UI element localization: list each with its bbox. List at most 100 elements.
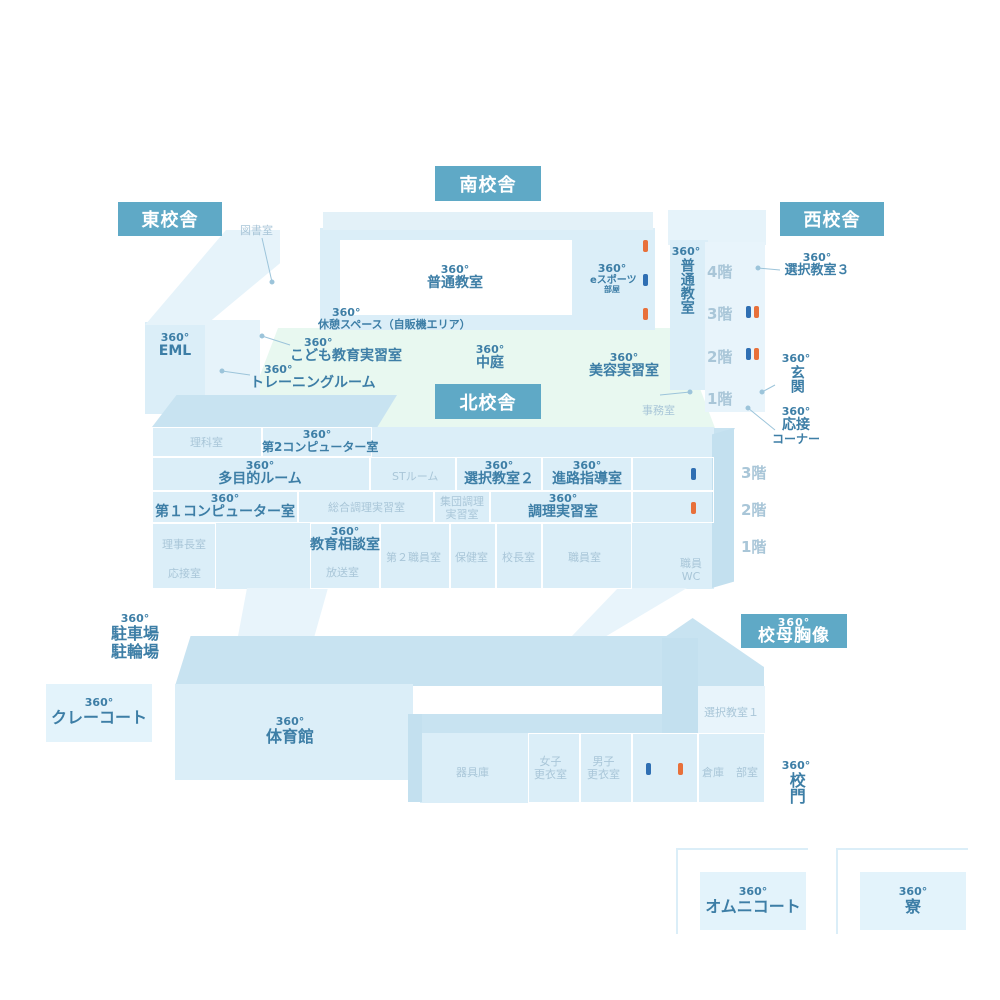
gymnasium[interactable]: 360°体育館 bbox=[240, 715, 340, 746]
badge-360: 360° bbox=[802, 251, 832, 264]
director-room-label: 理事長室 bbox=[162, 538, 206, 551]
esports-room[interactable]: 360° eスポーツ 部屋 bbox=[590, 262, 637, 295]
female-restroom-icon bbox=[643, 308, 648, 320]
female-restroom-icon bbox=[754, 306, 759, 318]
badge-360: 360° bbox=[898, 885, 928, 898]
courtyard[interactable]: 360°中庭 bbox=[462, 343, 518, 371]
connector-left bbox=[238, 588, 328, 636]
dorm-area bbox=[860, 872, 966, 930]
cell bbox=[632, 457, 714, 491]
computer-room-1[interactable]: 360°第１コンピューター室 bbox=[152, 492, 298, 520]
south-building-label[interactable]: 南校舎 bbox=[435, 166, 541, 201]
west-building-label[interactable]: 西校舎 bbox=[780, 202, 884, 236]
north-building-label[interactable]: 北校舎 bbox=[435, 384, 541, 419]
male-restroom-icon bbox=[646, 763, 651, 775]
male-restroom-icon bbox=[691, 468, 696, 480]
cell bbox=[528, 733, 580, 803]
cell bbox=[310, 523, 380, 589]
cooking-room[interactable]: 360°調理実習室 bbox=[518, 492, 608, 520]
cell bbox=[380, 523, 450, 589]
parking[interactable]: 360°駐車場駐輪場 bbox=[100, 612, 170, 660]
badge-360: 360° bbox=[440, 263, 470, 276]
entrance[interactable]: 360°玄関 bbox=[776, 352, 816, 397]
badge-360: 360° bbox=[781, 759, 811, 772]
south-building-roof bbox=[323, 212, 653, 230]
female-restroom-icon bbox=[754, 348, 759, 360]
dormitory[interactable]: 360°寮 bbox=[860, 885, 966, 916]
gym-building bbox=[175, 684, 413, 780]
east-building-label[interactable]: 東校舎 bbox=[118, 202, 222, 236]
badge-360: 360° bbox=[120, 612, 150, 625]
east-wing bbox=[205, 320, 260, 400]
cell bbox=[490, 491, 632, 523]
omni-court-frame bbox=[676, 848, 808, 934]
south-inner-hall bbox=[340, 240, 572, 315]
career-guidance-room[interactable]: 360°進路指導室 bbox=[542, 459, 632, 487]
north-floor-1: 1階 bbox=[741, 538, 767, 556]
elective-room-3[interactable]: 360°選択教室３ bbox=[782, 251, 852, 278]
badge-360: 360° bbox=[245, 459, 275, 472]
girls-locker-label: 女子更衣室 bbox=[534, 755, 567, 782]
beauty-room[interactable]: 360°美容実習室 bbox=[584, 351, 664, 379]
badge-360: 360° bbox=[484, 459, 514, 472]
north-roof-left bbox=[152, 395, 397, 427]
male-restroom-icon bbox=[746, 348, 751, 360]
multipurpose-room[interactable]: 360°多目的ルーム bbox=[200, 459, 320, 487]
west-floor-4: 4階 bbox=[707, 263, 733, 281]
annex-roof bbox=[408, 714, 698, 734]
school-gate[interactable]: 360°校門 bbox=[774, 759, 818, 808]
male-restroom-icon bbox=[643, 274, 648, 286]
cell bbox=[152, 427, 262, 457]
gym-roof bbox=[175, 636, 695, 686]
child-education-room[interactable]: 360°こども教育実習室 bbox=[290, 336, 402, 365]
cell bbox=[152, 457, 370, 491]
eml-room[interactable]: 360°EML bbox=[150, 331, 200, 359]
badge-360: 360° bbox=[781, 352, 811, 365]
north-floor-3: 3階 bbox=[741, 464, 767, 482]
reception-corner[interactable]: 360°応接コーナー bbox=[768, 405, 824, 447]
dorm-frame bbox=[836, 848, 968, 934]
cell bbox=[542, 523, 632, 589]
counseling-room[interactable]: 360°教育相談室 bbox=[300, 525, 390, 553]
west-floor-1: 1階 bbox=[707, 390, 733, 408]
badge-360: 360° bbox=[777, 616, 811, 629]
cell bbox=[152, 491, 298, 523]
principal-room-label: 校長室 bbox=[502, 551, 535, 564]
training-room[interactable]: 360°トレーニングルーム bbox=[250, 363, 376, 392]
badge-360: 360° bbox=[671, 245, 701, 258]
office-label: 事務室 bbox=[642, 404, 675, 417]
north-building-side bbox=[712, 428, 734, 588]
computer-room-2[interactable]: 360°第2コンピューター室 bbox=[262, 428, 379, 455]
west-building-roof bbox=[668, 210, 766, 245]
science-room-label: 理科室 bbox=[190, 436, 223, 449]
cell bbox=[262, 427, 372, 457]
badge-360: 360° bbox=[609, 351, 639, 364]
st-room-label: STルーム bbox=[392, 470, 439, 483]
library-label: 図書室 bbox=[240, 224, 273, 237]
clay-court[interactable]: 360°クレーコート bbox=[46, 696, 152, 727]
cell bbox=[298, 491, 434, 523]
badge-360: 360° bbox=[548, 492, 578, 505]
female-restroom-icon bbox=[643, 240, 648, 252]
regular-classroom[interactable]: 360°普通教室 bbox=[410, 263, 500, 291]
elective-room-2[interactable]: 360°選択教室２ bbox=[456, 459, 542, 487]
west-regular-classroom[interactable]: 360°普通教室 bbox=[666, 245, 706, 318]
boys-locker-label: 男子更衣室 bbox=[587, 755, 620, 782]
female-restroom-icon bbox=[691, 502, 696, 514]
cell bbox=[542, 457, 632, 491]
rest-space[interactable]: 360°休憩スペース（自販機エリア） bbox=[318, 306, 471, 332]
broadcast-room-label: 放送室 bbox=[326, 566, 359, 579]
badge-360: 360° bbox=[597, 262, 627, 275]
badge-360: 360° bbox=[738, 885, 768, 898]
alma-mater-bust[interactable]: 360° 校母胸像 bbox=[741, 614, 847, 648]
cell bbox=[152, 523, 216, 589]
cell bbox=[632, 733, 698, 803]
badge-360: 360° bbox=[332, 306, 361, 319]
cell bbox=[370, 457, 456, 491]
omni-court[interactable]: 360°オムニコート bbox=[700, 885, 806, 916]
badge-360: 360° bbox=[781, 405, 811, 418]
cell bbox=[434, 491, 490, 523]
